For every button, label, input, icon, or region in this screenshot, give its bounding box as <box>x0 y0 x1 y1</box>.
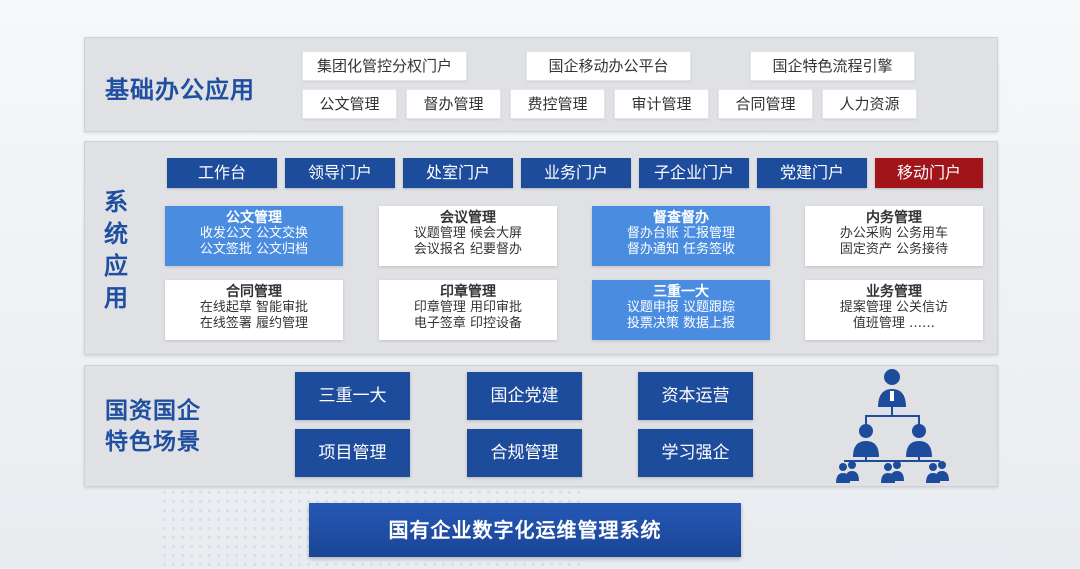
tab-mobile-portal[interactable]: 移动门户 <box>875 158 983 188</box>
card-line: 印章管理 用印审批 <box>413 300 523 315</box>
basic-item-supervision[interactable]: 督办管理 <box>406 89 501 119</box>
card-line: 议题管理 候会大屏 <box>413 226 523 241</box>
system-apps-panel: 系统应用 工作台 领导门户 处室门户 业务门户 子企业门户 党建门户 移动门户 … <box>84 141 998 355</box>
card-line: 值班管理 …… <box>852 316 936 331</box>
special-scenes-panel: 国资国企 特色场景 三重一大 国企党建 资本运营 项目管理 合规管理 学习强企 <box>84 365 998 487</box>
tab-business-portal[interactable]: 业务门户 <box>521 158 631 188</box>
scene-title-line2: 特色场景 <box>105 429 201 455</box>
card-business-mgmt[interactable]: 业务管理 提案管理 公关信访 值班管理 …… <box>805 280 983 340</box>
scene-party-building[interactable]: 国企党建 <box>467 372 582 420</box>
tab-leader-portal[interactable]: 领导门户 <box>285 158 395 188</box>
tab-party-portal[interactable]: 党建门户 <box>757 158 867 188</box>
card-line: 公文签批 公文归档 <box>199 242 309 257</box>
tab-workbench[interactable]: 工作台 <box>167 158 277 188</box>
card-title: 督查督办 <box>653 210 709 226</box>
section-title-basic: 基础办公应用 <box>105 76 255 104</box>
card-line: 提案管理 公关信访 <box>839 300 949 315</box>
basic-item-portal[interactable]: 集团化管控分权门户 <box>302 51 467 81</box>
card-line: 议题申报 议题跟踪 <box>626 300 736 315</box>
card-title: 业务管理 <box>866 284 922 300</box>
tab-office-portal[interactable]: 处室门户 <box>403 158 513 188</box>
card-title: 合同管理 <box>226 284 282 300</box>
org-chart-icon <box>836 369 949 483</box>
basic-item-audit[interactable]: 审计管理 <box>614 89 709 119</box>
scene-three-major[interactable]: 三重一大 <box>295 372 410 420</box>
card-line: 办公采购 公务用车 <box>839 226 949 241</box>
basic-item-mobile-platform[interactable]: 国企移动办公平台 <box>526 51 691 81</box>
scene-capital-ops[interactable]: 资本运营 <box>638 372 753 420</box>
card-line: 督办台账 汇报管理 <box>626 226 736 241</box>
card-title: 印章管理 <box>440 284 496 300</box>
card-line: 固定资产 公务接待 <box>839 242 949 257</box>
tab-subsidiary-portal[interactable]: 子企业门户 <box>639 158 749 188</box>
card-line: 收发公文 公文交换 <box>199 226 309 241</box>
card-line: 在线签署 履约管理 <box>199 316 309 331</box>
basic-item-workflow-engine[interactable]: 国企特色流程引擎 <box>750 51 915 81</box>
card-document-mgmt[interactable]: 公文管理 收发公文 公文交换 公文签批 公文归档 <box>165 206 343 266</box>
card-contract-mgmt[interactable]: 合同管理 在线起草 智能审批 在线签署 履约管理 <box>165 280 343 340</box>
basic-item-contract[interactable]: 合同管理 <box>718 89 813 119</box>
system-name-banner: 国有企业数字化运维管理系统 <box>309 503 741 557</box>
card-line: 督办通知 任务签收 <box>626 242 736 257</box>
basic-item-hr[interactable]: 人力资源 <box>822 89 917 119</box>
basic-office-panel: 基础办公应用 集团化管控分权门户 国企移动办公平台 国企特色流程引擎 公文管理 … <box>84 37 998 132</box>
card-meeting-mgmt[interactable]: 会议管理 议题管理 候会大屏 会议报名 纪要督办 <box>379 206 557 266</box>
card-seal-mgmt[interactable]: 印章管理 印章管理 用印审批 电子签章 印控设备 <box>379 280 557 340</box>
scene-learning[interactable]: 学习强企 <box>638 429 753 477</box>
card-title: 会议管理 <box>440 210 496 226</box>
card-title: 公文管理 <box>226 210 282 226</box>
card-line: 投票决策 数据上报 <box>626 316 736 331</box>
card-title: 三重一大 <box>653 284 709 300</box>
scene-project-mgmt[interactable]: 项目管理 <box>295 429 410 477</box>
basic-item-document[interactable]: 公文管理 <box>302 89 397 119</box>
card-supervision[interactable]: 督查督办 督办台账 汇报管理 督办通知 任务签收 <box>592 206 770 266</box>
card-internal-affairs[interactable]: 内务管理 办公采购 公务用车 固定资产 公务接待 <box>805 206 983 266</box>
section-title-system: 系统应用 <box>104 188 128 312</box>
card-line: 在线起草 智能审批 <box>199 300 309 315</box>
card-line: 电子签章 印控设备 <box>413 316 523 331</box>
scene-title-line1: 国资国企 <box>105 398 201 424</box>
card-line: 会议报名 纪要督办 <box>413 242 523 257</box>
scene-compliance[interactable]: 合规管理 <box>467 429 582 477</box>
basic-item-expense[interactable]: 费控管理 <box>510 89 605 119</box>
section-title-scene: 国资国企 特色场景 <box>105 396 201 458</box>
card-three-major[interactable]: 三重一大 议题申报 议题跟踪 投票决策 数据上报 <box>592 280 770 340</box>
card-title: 内务管理 <box>866 210 922 226</box>
